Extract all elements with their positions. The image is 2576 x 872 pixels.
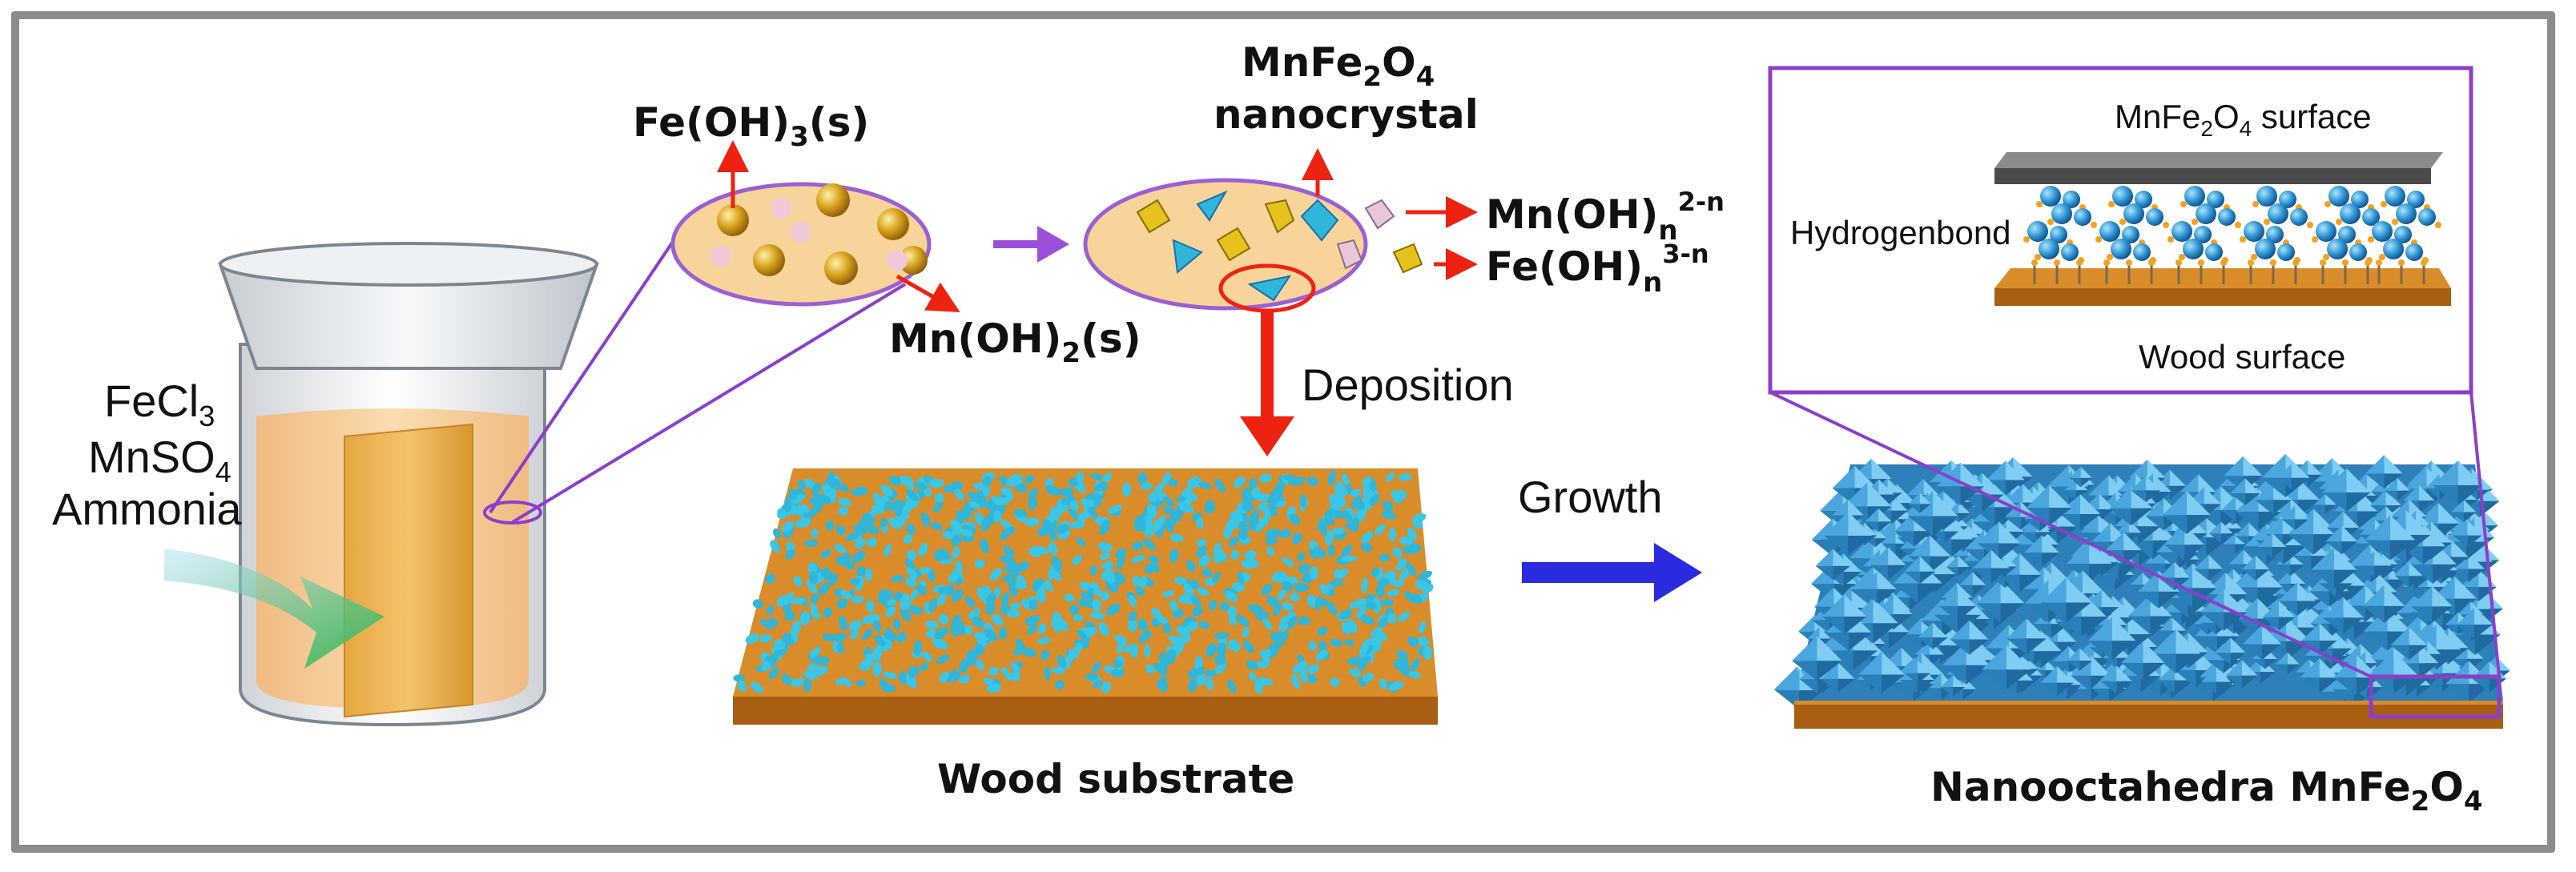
- fe-ohn-label: Fe(OH)n3-n: [1486, 239, 1709, 299]
- octahedra-crystals: [1773, 453, 2510, 711]
- wood-plank-in-jar: [344, 423, 473, 718]
- nanooctahedra-film: [1773, 453, 2510, 729]
- svg-text:Ammonia: Ammonia: [52, 484, 242, 534]
- interface-inset: MnFe2O4 surface Hydrogenbond Wood surfac…: [1768, 66, 2473, 395]
- red-arrow-mn: [896, 274, 960, 312]
- hydrogen-bond-molecules: [2023, 186, 2441, 284]
- growth-label: Growth: [1518, 472, 1663, 522]
- nanocrystal-deposits: [733, 470, 1434, 694]
- nanocrystal-label: nanocrystal: [1214, 91, 1479, 138]
- purple-arrow-icon: [993, 226, 1069, 263]
- mn-ohn-label: Mn(OH)n2-n: [1486, 187, 1725, 247]
- reaction-jar: [218, 242, 599, 727]
- figure-border: [11, 11, 2555, 853]
- svg-text:MnSO4: MnSO4: [88, 432, 231, 488]
- mnfe2o4-surface-slab: [1994, 168, 2431, 184]
- deposition-label: Deposition: [1302, 360, 1514, 410]
- fe-oh3-label: Fe(OH)3(s): [633, 99, 869, 153]
- wood-surface-slab: [1994, 288, 2451, 306]
- deposition-arrow-head-icon: [1240, 416, 1294, 456]
- svg-text:FeCl3: FeCl3: [104, 376, 215, 432]
- zoom-box: [2369, 674, 2502, 719]
- nanooctahedra-label: Nanooctahedra MnFe2O4: [1930, 764, 2483, 818]
- green-arrow-icon: [164, 549, 384, 669]
- growth-arrow-icon: [1522, 543, 1702, 602]
- wood-substrate: [733, 468, 1438, 725]
- zoom-line-inset-right: [2469, 392, 2501, 677]
- zoom-line-top: [489, 231, 681, 514]
- inset-hbond-label: Hydrogenbond: [1790, 214, 2011, 251]
- inset-wood-label: Wood surface: [2139, 338, 2345, 376]
- zoom-spot: [483, 500, 542, 524]
- zoom-line-inset-left: [1769, 391, 2372, 678]
- wood-substrate-label: Wood substrate: [937, 756, 1294, 802]
- highlight-circle: [1218, 263, 1316, 313]
- mnfe2o4-label: MnFe2O4: [1242, 39, 1435, 93]
- deposition-arrow-shaft: [1261, 312, 1274, 420]
- zoom-line-bottom: [511, 283, 907, 524]
- mn-oh2-label: Mn(OH)2(s): [889, 315, 1141, 369]
- precipitate-bubble: [670, 182, 932, 307]
- nucleation-bubble: [1083, 178, 1423, 313]
- inset-surface-label: MnFe2O4 surface: [2115, 98, 2372, 141]
- reagent-labels: FeCl3 MnSO4 Ammonia: [52, 376, 242, 534]
